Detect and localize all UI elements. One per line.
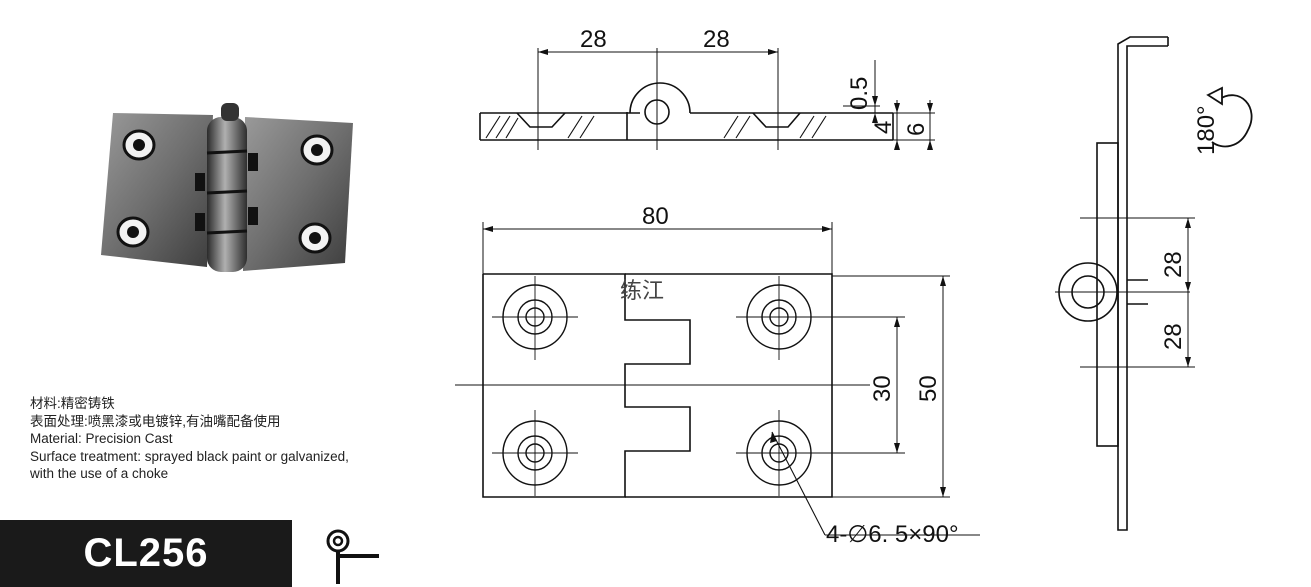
spec-surface-en: Surface treatment: sprayed black paint o… [30, 448, 349, 464]
spec-surface-en-cont: with the use of a choke [30, 466, 169, 481]
dim-thickness-gap: 0.5 [846, 77, 873, 110]
dimension-arrows [483, 49, 1191, 497]
dim-side-b: 28 [1160, 323, 1187, 350]
technical-drawing: 28 28 0.5 4 6 80 30 50 4-∅6. 5×90° 28 28… [455, 26, 1253, 548]
dim-side-a: 28 [1160, 251, 1187, 278]
dim-rotation: 180° [1193, 105, 1220, 155]
dim-holes: 4-∅6. 5×90° [826, 521, 959, 548]
dim-top-left: 28 [580, 26, 607, 53]
spec-text: 材料:精密铸铁 表面处理:喷黑漆或电镀锌,有油嘴配备使用 Material: P… [30, 395, 349, 483]
dim-width: 80 [642, 203, 669, 230]
watermark: 练江 [620, 279, 664, 304]
dim-knuckle: 30 [869, 375, 896, 402]
hinge-photo [101, 103, 353, 272]
spec-material-en: Material: Precision Cast [30, 431, 173, 446]
dim-top-right: 28 [703, 26, 730, 53]
model-code: CL256 [83, 531, 209, 575]
spec-surface-cn: 表面处理:喷黑漆或电镀锌,有油嘴配备使用 [30, 413, 281, 429]
spec-material-cn: 材料:精密铸铁 [30, 396, 115, 411]
dim-leaf: 4 [870, 121, 897, 134]
rotation-arrow-icon [1206, 86, 1253, 148]
dim-total: 6 [903, 123, 930, 136]
side-view [1055, 36, 1195, 531]
hinge-symbol-icon [326, 529, 379, 584]
front-view [455, 222, 980, 536]
model-box: CL256 [0, 520, 292, 587]
dim-height: 50 [915, 375, 942, 402]
